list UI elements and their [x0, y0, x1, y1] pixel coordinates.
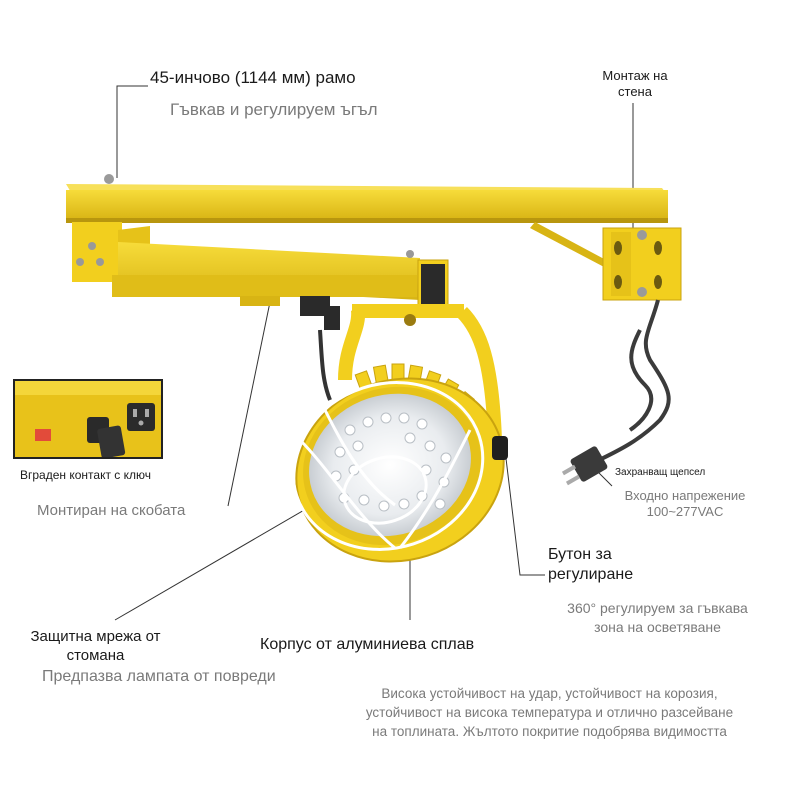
housing-label: Корпус от алуминиева сплав: [260, 636, 475, 653]
adjust-knob: [492, 436, 508, 460]
bracket-mounted-label: Монтиран на скобата: [37, 502, 186, 519]
input-voltage-line1: Входно напрежение: [624, 488, 746, 503]
grounded-plug-label: Захранващ щепсел: [615, 467, 706, 478]
arm-length-label: 45-инчово (1144 мм) рамо: [150, 68, 356, 87]
adjust-button-line1: Бутон за: [548, 546, 612, 563]
input-voltage-line2: 100~277VAC: [646, 504, 724, 519]
arm-flexible-label: Гъвкав и регулируем ъгъл: [170, 100, 378, 119]
grounded-plug: [561, 446, 608, 486]
housing-desc-line1: Висока устойчивост на удар, устойчивост …: [381, 686, 718, 701]
housing-desc-line3: на топлината. Жълтото покритие подобрява…: [372, 724, 727, 739]
input-voltage-label: Входно напрежение 100~277VAC: [605, 488, 765, 520]
switch-icon: [35, 429, 51, 441]
leader-lines: [114, 85, 634, 621]
rotation-label: 360° регулируем за гъвкава зона на освет…: [545, 599, 770, 637]
housing-desc: Висока устойчивост на удар, устойчивост …: [322, 684, 777, 741]
wall-mount-line1: Монтаж на: [602, 68, 668, 83]
adjust-button-line2: регулиране: [548, 566, 634, 583]
power-cord: [594, 299, 671, 464]
steel-guard-line2: стомана: [66, 647, 125, 664]
adjust-button-label: Бутон за регулиране: [548, 545, 633, 585]
rotation-line1: 360° регулируем за гъвкава: [567, 600, 748, 616]
lower-arm: [72, 222, 449, 316]
yoke-bracket: [324, 304, 502, 441]
outlet-illustration: [15, 381, 161, 457]
steel-guard-line1: Защитна мрежа от: [30, 628, 161, 645]
socket-icon: [127, 403, 155, 431]
steel-guard-label: Защитна мрежа от стомана: [18, 627, 173, 665]
guard-desc-label: Предпазва лампата от повреди: [42, 668, 276, 685]
upper-arm: [66, 174, 668, 223]
housing-desc-line2: устойчивост на висока температура и отли…: [365, 705, 734, 720]
wall-mount-label: Монтаж на стена: [580, 68, 690, 100]
wall-mount-line2: стена: [618, 84, 652, 99]
wall-bracket: [530, 222, 682, 301]
steel-guard: [291, 381, 485, 551]
rotation-line2: зона на осветяване: [594, 619, 721, 635]
outlet-key-label: Вграден контакт с ключ: [20, 468, 152, 482]
outlet-inset: [13, 379, 163, 459]
lamp-head: [291, 377, 508, 563]
